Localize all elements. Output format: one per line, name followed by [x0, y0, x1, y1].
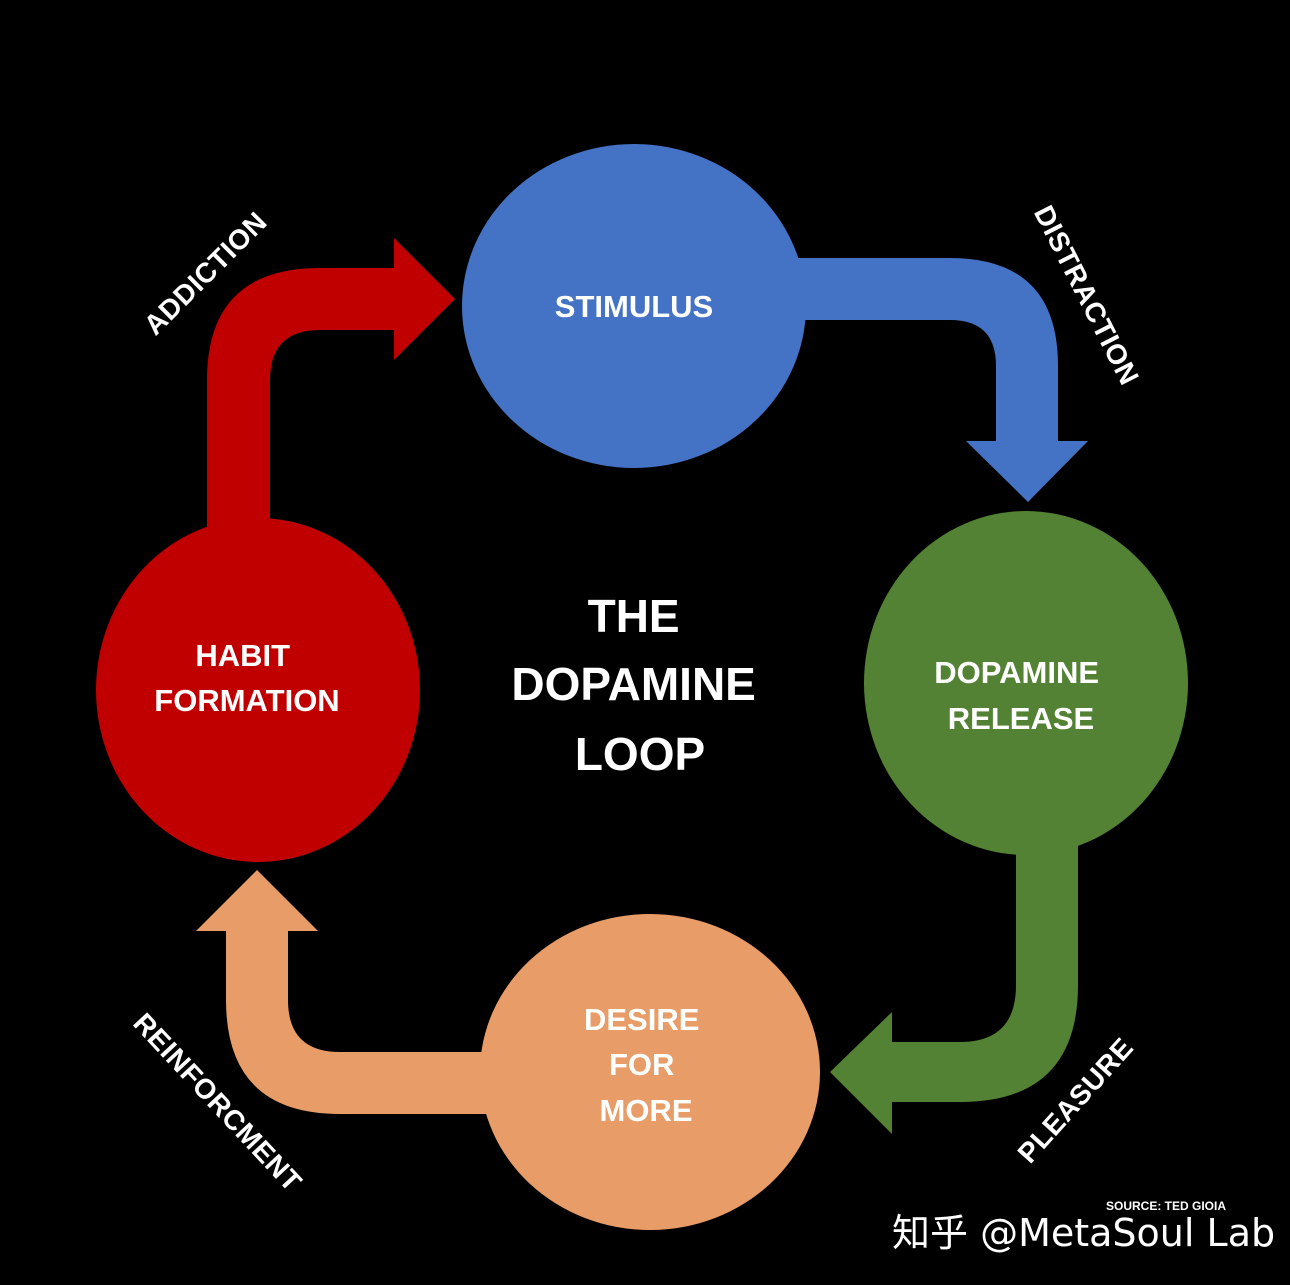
diagram-title: THE DOPAMINE LOOP [511, 590, 768, 780]
node-label-stimulus: STIMULUS [555, 289, 713, 324]
node-habit-formation: HABIT FORMATION [96, 518, 420, 862]
arrow-pleasure [830, 840, 1078, 1134]
arrow-distraction [790, 258, 1088, 502]
arrow-reinforcment [196, 870, 490, 1114]
source-credit: SOURCE: TED GIOIA [1106, 1199, 1226, 1213]
node-label-desire-for-more: DESIRE FOR MORE [584, 1002, 708, 1128]
arrow-addiction [207, 238, 455, 540]
node-dopamine-release: DOPAMINE RELEASE [864, 511, 1188, 855]
node-label-habit-formation: HABIT FORMATION [154, 638, 339, 718]
watermark: 知乎 @MetaSoul Lab [892, 1211, 1275, 1255]
node-label-dopamine-release: DOPAMINE RELEASE [934, 655, 1107, 736]
node-desire-for-more: DESIRE FOR MORE [480, 914, 820, 1230]
node-stimulus: STIMULUS [462, 144, 806, 468]
